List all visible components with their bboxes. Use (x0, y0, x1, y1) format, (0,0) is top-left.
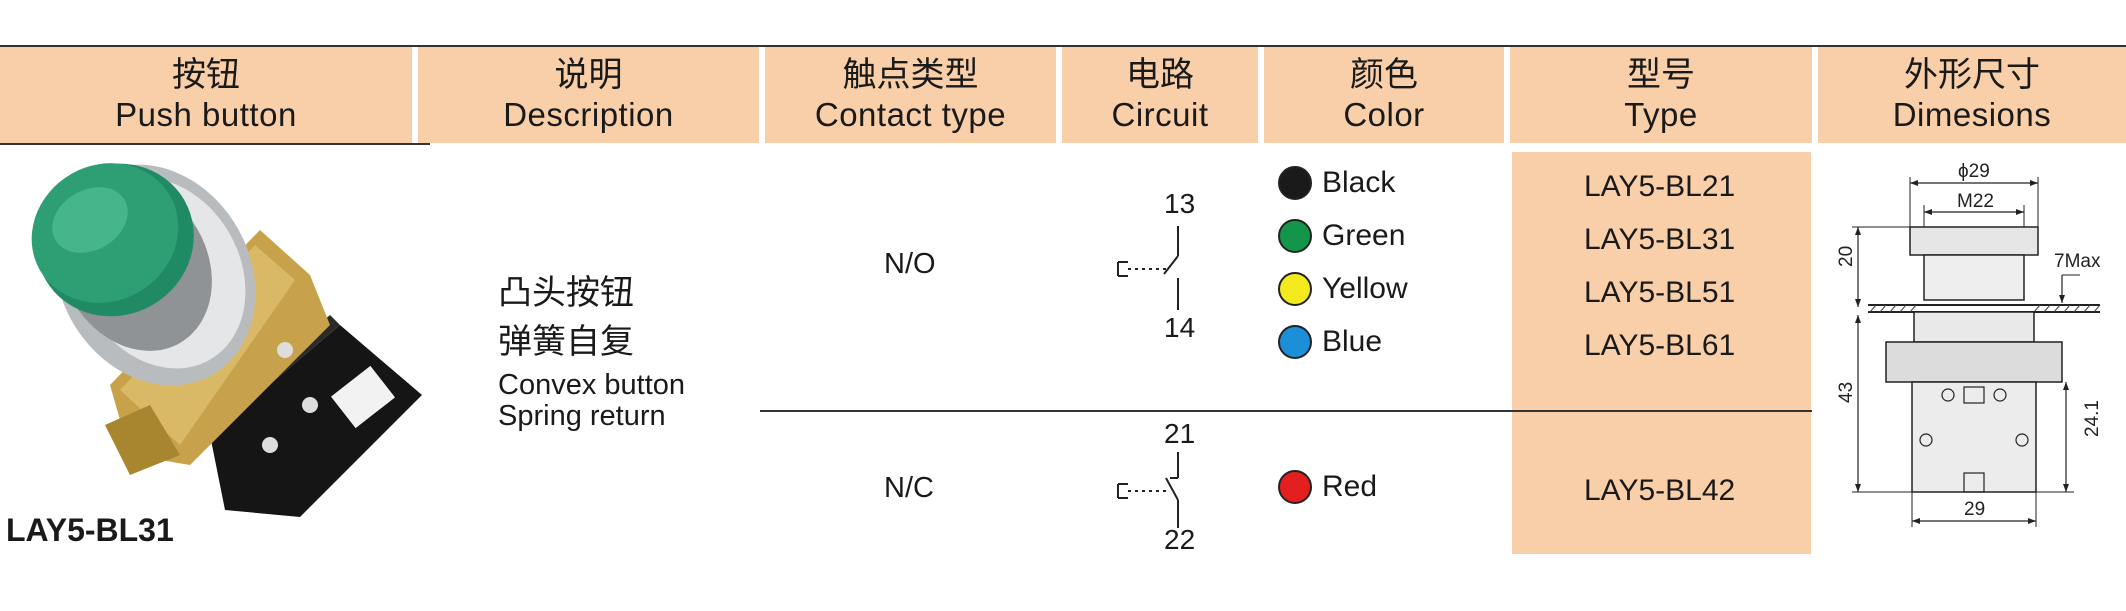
color-label: Red (1322, 470, 1378, 503)
color-row-green: Green (1278, 219, 1405, 253)
type-column-no-bg (1512, 152, 1811, 410)
circuit-nc-terminal-top: 21 (1164, 418, 1196, 449)
color-label: Green (1322, 219, 1406, 252)
contact-type-nc: N/C (884, 472, 934, 504)
header-en: Description (503, 96, 674, 133)
circuit-nc-terminal-bottom: 22 (1164, 524, 1196, 555)
table-top-rule (0, 45, 2126, 47)
contact-type-no: N/O (884, 248, 936, 280)
type-model: LAY5-BL51 (1584, 276, 1736, 309)
header-zh: 触点类型 (842, 55, 979, 95)
type-model: LAY5-BL61 (1584, 329, 1736, 362)
header-en: Contact type (814, 96, 1007, 133)
dim-height-body: 24.1 (2082, 400, 2103, 437)
dim-height-total: 43 (1836, 382, 1857, 403)
product-model-label: LAY5-BL31 (6, 512, 174, 548)
color-swatch-red (1278, 470, 1312, 504)
circuit-no-symbol-icon (1117, 226, 1179, 310)
type-model: LAY5-BL31 (1584, 223, 1736, 256)
header-bottom-rule (0, 143, 430, 145)
type-model: LAY5-BL42 (1584, 474, 1736, 507)
circuit-nc-symbol-icon (1117, 452, 1179, 528)
description-zh-line2: 弹簧自复 (498, 322, 634, 362)
color-label: Yellow (1322, 272, 1408, 305)
header-zh: 电路 (1126, 55, 1194, 95)
dim-phi: ϕ29 (1958, 161, 1990, 182)
push-button-photo-icon (31, 163, 422, 517)
header-zh: 颜色 (1350, 55, 1418, 95)
header-type: 型号 Type (1510, 47, 1812, 143)
color-label: Black (1322, 166, 1396, 199)
header-zh: 外形尺寸 (1904, 55, 2040, 95)
header-contact-type: 触点类型 Contact type (765, 47, 1056, 143)
description-en-line2: Spring return (498, 400, 666, 432)
color-swatch-black (1278, 166, 1312, 200)
color-row-blue: Blue (1278, 325, 1382, 359)
dimension-drawing: ϕ29 M22 20 43 7Max 24.1 (1836, 161, 2103, 527)
header-color: 颜色 Color (1264, 47, 1504, 143)
header-circuit: 电路 Circuit (1062, 47, 1258, 143)
header-en: Type (1624, 96, 1698, 133)
dim-height-top: 20 (1836, 246, 1857, 267)
header-en: Push button (115, 96, 297, 133)
header-en: Color (1343, 96, 1425, 133)
header-zh: 说明 (554, 55, 623, 95)
color-row-red: Red (1278, 470, 1377, 504)
header-description: 说明 Description (418, 47, 759, 143)
header-push-button: 按钮 Push button (0, 47, 412, 143)
header-en: Circuit (1111, 96, 1209, 133)
type-column-nc-bg (1512, 412, 1811, 554)
dim-panel-max: 7Max (2054, 251, 2101, 272)
dim-thread: M22 (1957, 191, 1994, 212)
header-zh: 按钮 (172, 55, 240, 95)
type-model: LAY5-BL21 (1584, 170, 1736, 203)
row-separator (760, 410, 1812, 412)
color-swatch-blue (1278, 325, 1312, 359)
header-zh: 型号 (1627, 55, 1695, 95)
color-swatch-green (1278, 219, 1312, 253)
color-row-black: Black (1278, 166, 1395, 200)
color-swatch-yellow (1278, 272, 1312, 306)
description-en-line1: Convex button (498, 369, 686, 401)
description-zh-line1: 凸头按钮 (498, 273, 634, 313)
dim-width: 29 (1964, 499, 1985, 520)
color-label: Blue (1322, 325, 1383, 358)
circuit-no-terminal-bottom: 14 (1164, 312, 1196, 343)
header-dimensions: 外形尺寸 Dimesions (1818, 47, 2126, 143)
circuit-no-terminal-top: 13 (1164, 188, 1196, 219)
color-row-yellow: Yellow (1278, 272, 1408, 306)
header-en: Dimesions (1892, 96, 2052, 133)
